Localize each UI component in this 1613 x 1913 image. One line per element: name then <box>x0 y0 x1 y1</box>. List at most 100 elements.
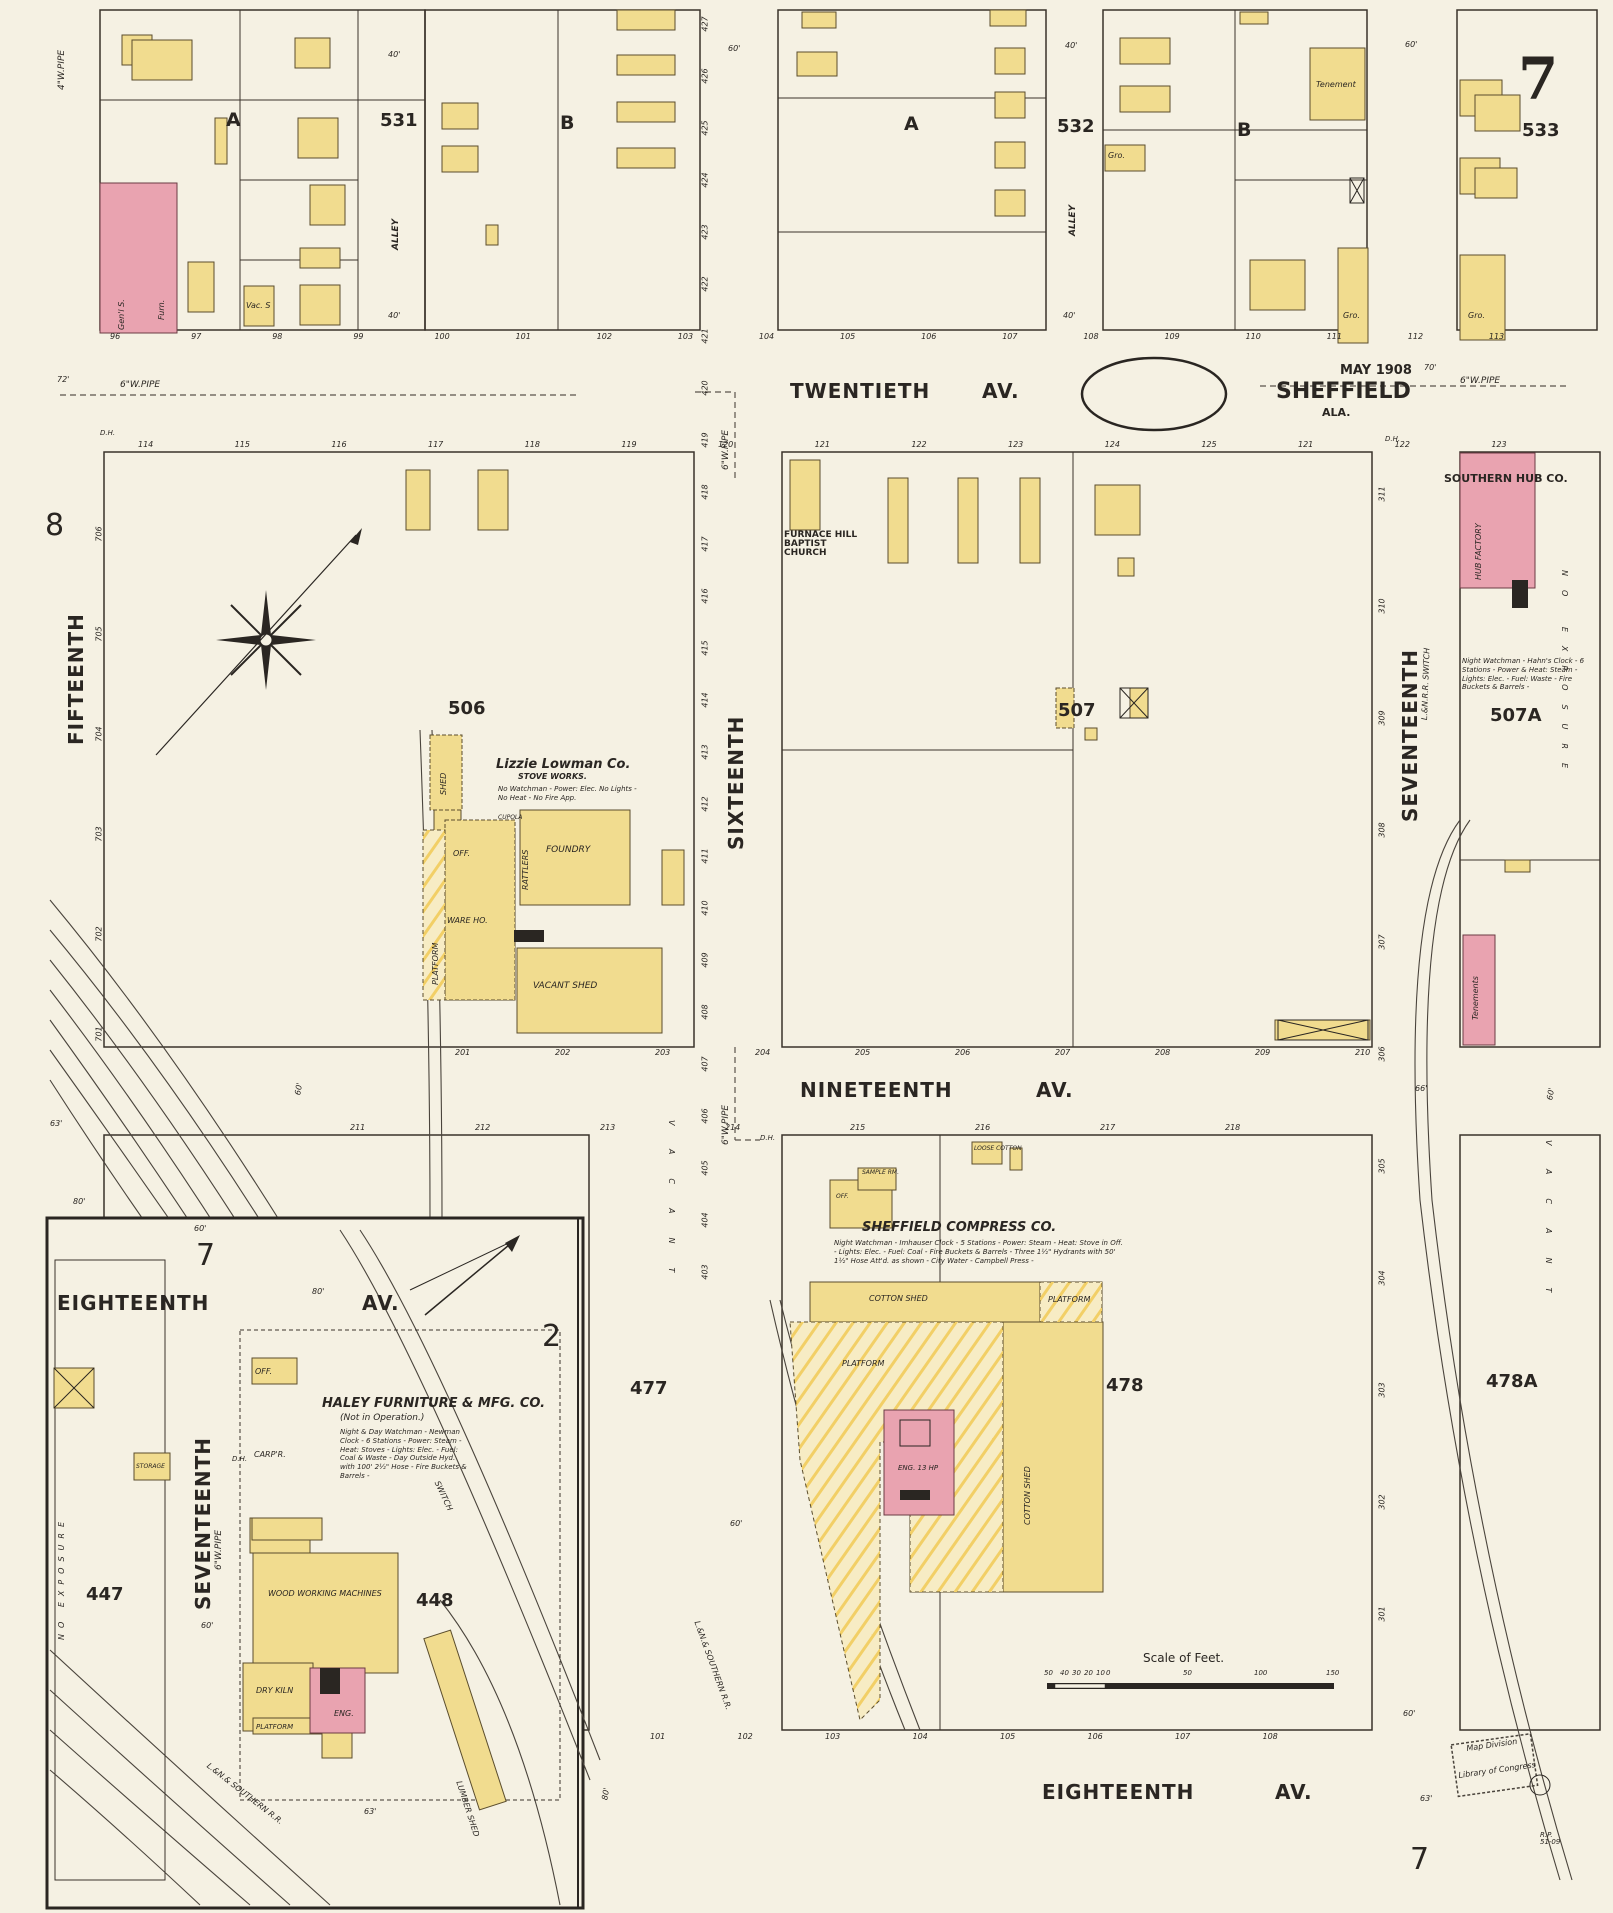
street-eighteenth-av: AV. <box>1275 1780 1313 1804</box>
scale-bar <box>1047 1683 1334 1689</box>
street-twentieth-av: AV. <box>982 379 1020 403</box>
label-cotton-shed-side: COTTON SHED <box>1023 1466 1032 1525</box>
house-number: 208 <box>1155 1048 1171 1057</box>
house-number: 123 <box>1491 440 1507 449</box>
state-name: ALA. <box>1322 406 1351 419</box>
lot-letter-b2: B <box>1237 119 1252 141</box>
block-533: 533 <box>1522 120 1560 141</box>
scale-tick-20: 20 <box>1084 1669 1093 1677</box>
house-number: 415 <box>700 640 710 656</box>
street-seventeenth: SEVENTEENTH <box>1398 648 1422 822</box>
house-number: 417 <box>700 536 710 552</box>
pipe-label-20th-right: 6"W.PIPE <box>1460 376 1501 386</box>
width-40-b: 40' <box>388 311 401 320</box>
house-number: 111 <box>1326 332 1342 341</box>
label-tenements: Tenements <box>1471 976 1480 1020</box>
house-number: 403 <box>700 1264 710 1280</box>
house-number: 408 <box>700 1004 710 1020</box>
inset-sheet-2: 2 <box>542 1319 562 1354</box>
house-number: 426 <box>700 68 710 84</box>
house-number: 210 <box>1355 1048 1371 1057</box>
house-number: 202 <box>555 1048 571 1057</box>
house-number: 206 <box>955 1048 971 1057</box>
firm-sheffield-compress: SHEFFIELD COMPRESS CO. <box>862 1220 1057 1235</box>
label-dh-1: D.H. <box>100 429 116 437</box>
adjoining-sheet-8: 8 <box>45 508 65 543</box>
street-nineteenth: NINETEENTH <box>800 1078 953 1102</box>
house-number: 423 <box>700 224 710 240</box>
block-531-b-outline <box>424 9 701 331</box>
house-number: 406 <box>700 1108 710 1124</box>
house-number: 120 <box>718 440 734 449</box>
house-number: 421 <box>700 328 710 344</box>
width-66: 66' <box>1415 1084 1428 1093</box>
corner-mark: R.P. 51-09 <box>1540 1831 1561 1846</box>
inset-north-arrow <box>409 1235 520 1316</box>
street-eighteenth-inset: EIGHTEENTH <box>57 1291 210 1315</box>
label-vacant-store: Vac. S <box>246 301 271 310</box>
inset-sheet-7: 7 <box>196 1238 216 1273</box>
house-number: 204 <box>755 1048 771 1057</box>
house-number: 116 <box>331 440 347 449</box>
house-number: 97 <box>191 332 202 341</box>
scale-tick-10: 10 <box>1096 1669 1105 1677</box>
block-531: 531 <box>380 110 418 131</box>
map-date: MAY 1908 <box>1340 363 1412 378</box>
house-number: 412 <box>700 796 710 812</box>
house-number: 427 <box>700 16 710 32</box>
house-number: 706 <box>94 526 104 542</box>
block-507a-outline <box>1459 451 1601 1048</box>
firm-lowman-note: No Watchman - Power: Elec. No Lights - N… <box>498 785 637 802</box>
width-60-f: 60' <box>730 1519 743 1528</box>
house-number: 216 <box>975 1123 991 1132</box>
house-number: 419 <box>700 432 710 448</box>
firm-lowman: Lizzie Lowman Co. <box>496 757 631 772</box>
house-number: 203 <box>655 1048 671 1057</box>
label-dry-kiln: DRY KILN <box>256 1686 294 1695</box>
house-number: 102 <box>596 332 612 341</box>
label-hub-factory: HUB FACTORY <box>1474 523 1483 580</box>
label-platform-compress: PLATFORM <box>842 1359 885 1368</box>
scale-title: Scale of Feet. <box>1143 1651 1225 1665</box>
house-number: 104 <box>912 1732 928 1741</box>
label-eng-haley: ENG. <box>334 1709 354 1718</box>
label-dh-3: D.H. <box>1385 435 1401 443</box>
scale-tick-30: 30 <box>1072 1669 1081 1677</box>
house-number: 113 <box>1488 332 1505 341</box>
label-platform-lowman: PLATFORM <box>431 942 440 985</box>
house-number: 303 <box>1377 1382 1387 1398</box>
block-507a: 507A <box>1490 705 1542 726</box>
firm-haley: HALEY FURNITURE & MFG. CO. <box>322 1396 546 1411</box>
house-number: 407 <box>700 1056 710 1072</box>
label-foundry: FOUNDRY <box>546 845 591 855</box>
house-number: 201 <box>455 1048 471 1057</box>
label-grocery-1: Gro. <box>1343 311 1360 320</box>
label-sample-room: SAMPLE RM. <box>862 1169 900 1176</box>
scale-tick-50b: 50 <box>1183 1669 1192 1677</box>
label-woodworking: WOOD WORKING MACHINES <box>268 1589 382 1598</box>
house-number: 114 <box>138 440 154 449</box>
pipe-label-16th-top: 6"W.PIPE <box>721 429 731 470</box>
house-number: 302 <box>1377 1494 1387 1510</box>
house-number: 304 <box>1377 1270 1387 1286</box>
house-number: 107 <box>1175 1732 1191 1741</box>
house-number: 107 <box>1002 332 1018 341</box>
title-cartouche <box>1080 356 1228 432</box>
label-carpenter: CARP'R. <box>254 1450 286 1459</box>
house-number: 404 <box>700 1212 710 1228</box>
label-office-haley: OFF. <box>255 1367 273 1376</box>
width-80-a: 80' <box>73 1197 86 1206</box>
compass-rose <box>155 528 362 756</box>
house-number: 118 <box>524 440 540 449</box>
label-eng-13hp: ENG. 13 HP <box>898 1464 939 1472</box>
house-number: 112 <box>1407 332 1424 341</box>
house-number: 125 <box>1201 440 1217 449</box>
label-platform-haley: PLATFORM <box>256 1723 294 1731</box>
house-number: 106 <box>921 332 937 341</box>
house-number: 122 <box>911 440 927 449</box>
width-80-b: 80' <box>312 1287 325 1296</box>
street-twentieth: TWENTIETH <box>790 379 931 403</box>
label-vacant-477: VACANT <box>667 1120 676 1297</box>
